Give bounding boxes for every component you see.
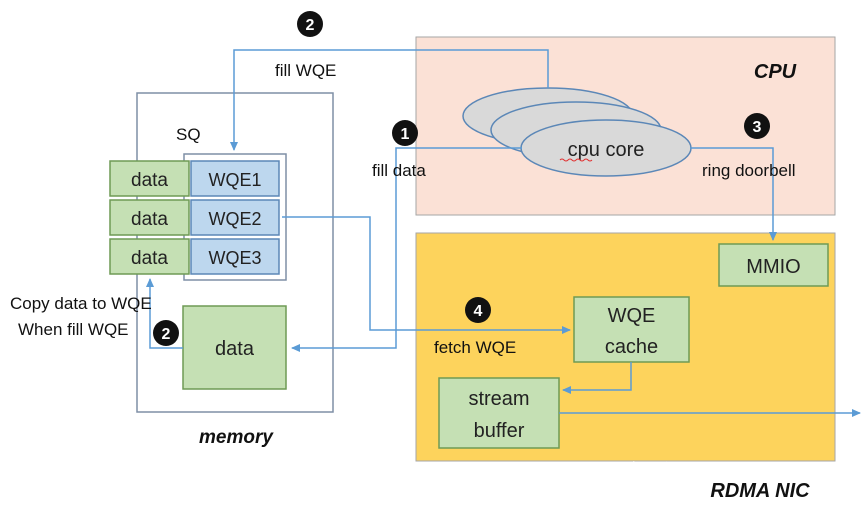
- sq-row-1: data WQE1: [109, 160, 280, 197]
- step-label: fill WQE: [275, 61, 336, 80]
- step-number-circle: [465, 297, 491, 323]
- mmio-label: MMIO: [746, 256, 800, 278]
- step-fetch-wqe: 4 fetch WQE: [434, 297, 516, 357]
- step-number: 1: [401, 126, 410, 143]
- step-number-circle: [744, 113, 770, 139]
- sq-data-cell: [109, 160, 190, 197]
- step-number-circle: [297, 11, 323, 37]
- arrow-ring-doorbell: [690, 147, 777, 241]
- stream-buffer-line1: stream: [468, 388, 529, 410]
- memory-data-box: [182, 305, 287, 390]
- stream-buffer-line2: buffer: [474, 420, 525, 442]
- arrow-cache-to-stream: [562, 362, 632, 394]
- step-fill-wqe: 2 fill WQE: [275, 11, 336, 80]
- sq-data-text: data: [131, 209, 168, 230]
- step-number-circle: [153, 320, 179, 346]
- sq-row-3: data WQE3: [109, 238, 280, 275]
- nic-title: RDMA NIC: [710, 480, 810, 502]
- mmio-box: [718, 243, 829, 287]
- step-number: 3: [753, 119, 762, 136]
- cpu-title: CPU: [754, 61, 797, 83]
- sq-data-text: data: [131, 170, 168, 191]
- step-copy-data: 2 Copy data to WQE When fill WQE: [10, 294, 179, 346]
- sq-wqe-cell: [190, 160, 280, 197]
- step-label: fill data: [372, 161, 426, 180]
- sq-data-text: data: [131, 248, 168, 269]
- sq-wqe-text: WQE2: [208, 209, 261, 229]
- arrow-fetch-wqe: [282, 216, 571, 334]
- step-number: 4: [474, 303, 483, 320]
- arrow-copy-data: [146, 278, 183, 349]
- step-label: fetch WQE: [434, 338, 516, 357]
- step-label-line1: Copy data to WQE: [10, 294, 152, 313]
- sq-wqe-text: WQE3: [208, 248, 261, 268]
- wqe-cache-line2: cache: [605, 336, 658, 358]
- sq-wqe-cell: [190, 199, 280, 236]
- step-number: 2: [306, 17, 315, 34]
- spellcheck-squiggle: [559, 158, 593, 162]
- step-label: ring doorbell: [702, 161, 796, 180]
- sq-wqe-text: WQE1: [208, 170, 261, 190]
- arrow-fill-data: [291, 147, 522, 352]
- sq-wqe-cell: [190, 238, 280, 275]
- sq-data-cell: [109, 199, 190, 236]
- sq-row-2: data WQE2: [109, 199, 280, 236]
- sq-data-cell: [109, 238, 190, 275]
- wqe-cache-line1: WQE: [608, 305, 656, 327]
- step-number: 2: [162, 326, 171, 343]
- memory-title: memory: [199, 427, 274, 448]
- step-number-circle: [392, 120, 418, 146]
- step-label-line2: When fill WQE: [18, 320, 129, 339]
- watermark: 知乎 @fxy2001640: [630, 459, 816, 483]
- memory-data-label: data: [215, 338, 255, 360]
- step-ring-doorbell: 3 ring doorbell: [702, 113, 796, 180]
- arrow-fill-wqe: [230, 49, 549, 151]
- step-fill-data: 1 fill data: [372, 120, 426, 180]
- stream-buffer-box: [438, 377, 560, 449]
- sq-label: SQ: [176, 125, 201, 144]
- cpu-core-label: cpu core: [568, 139, 645, 161]
